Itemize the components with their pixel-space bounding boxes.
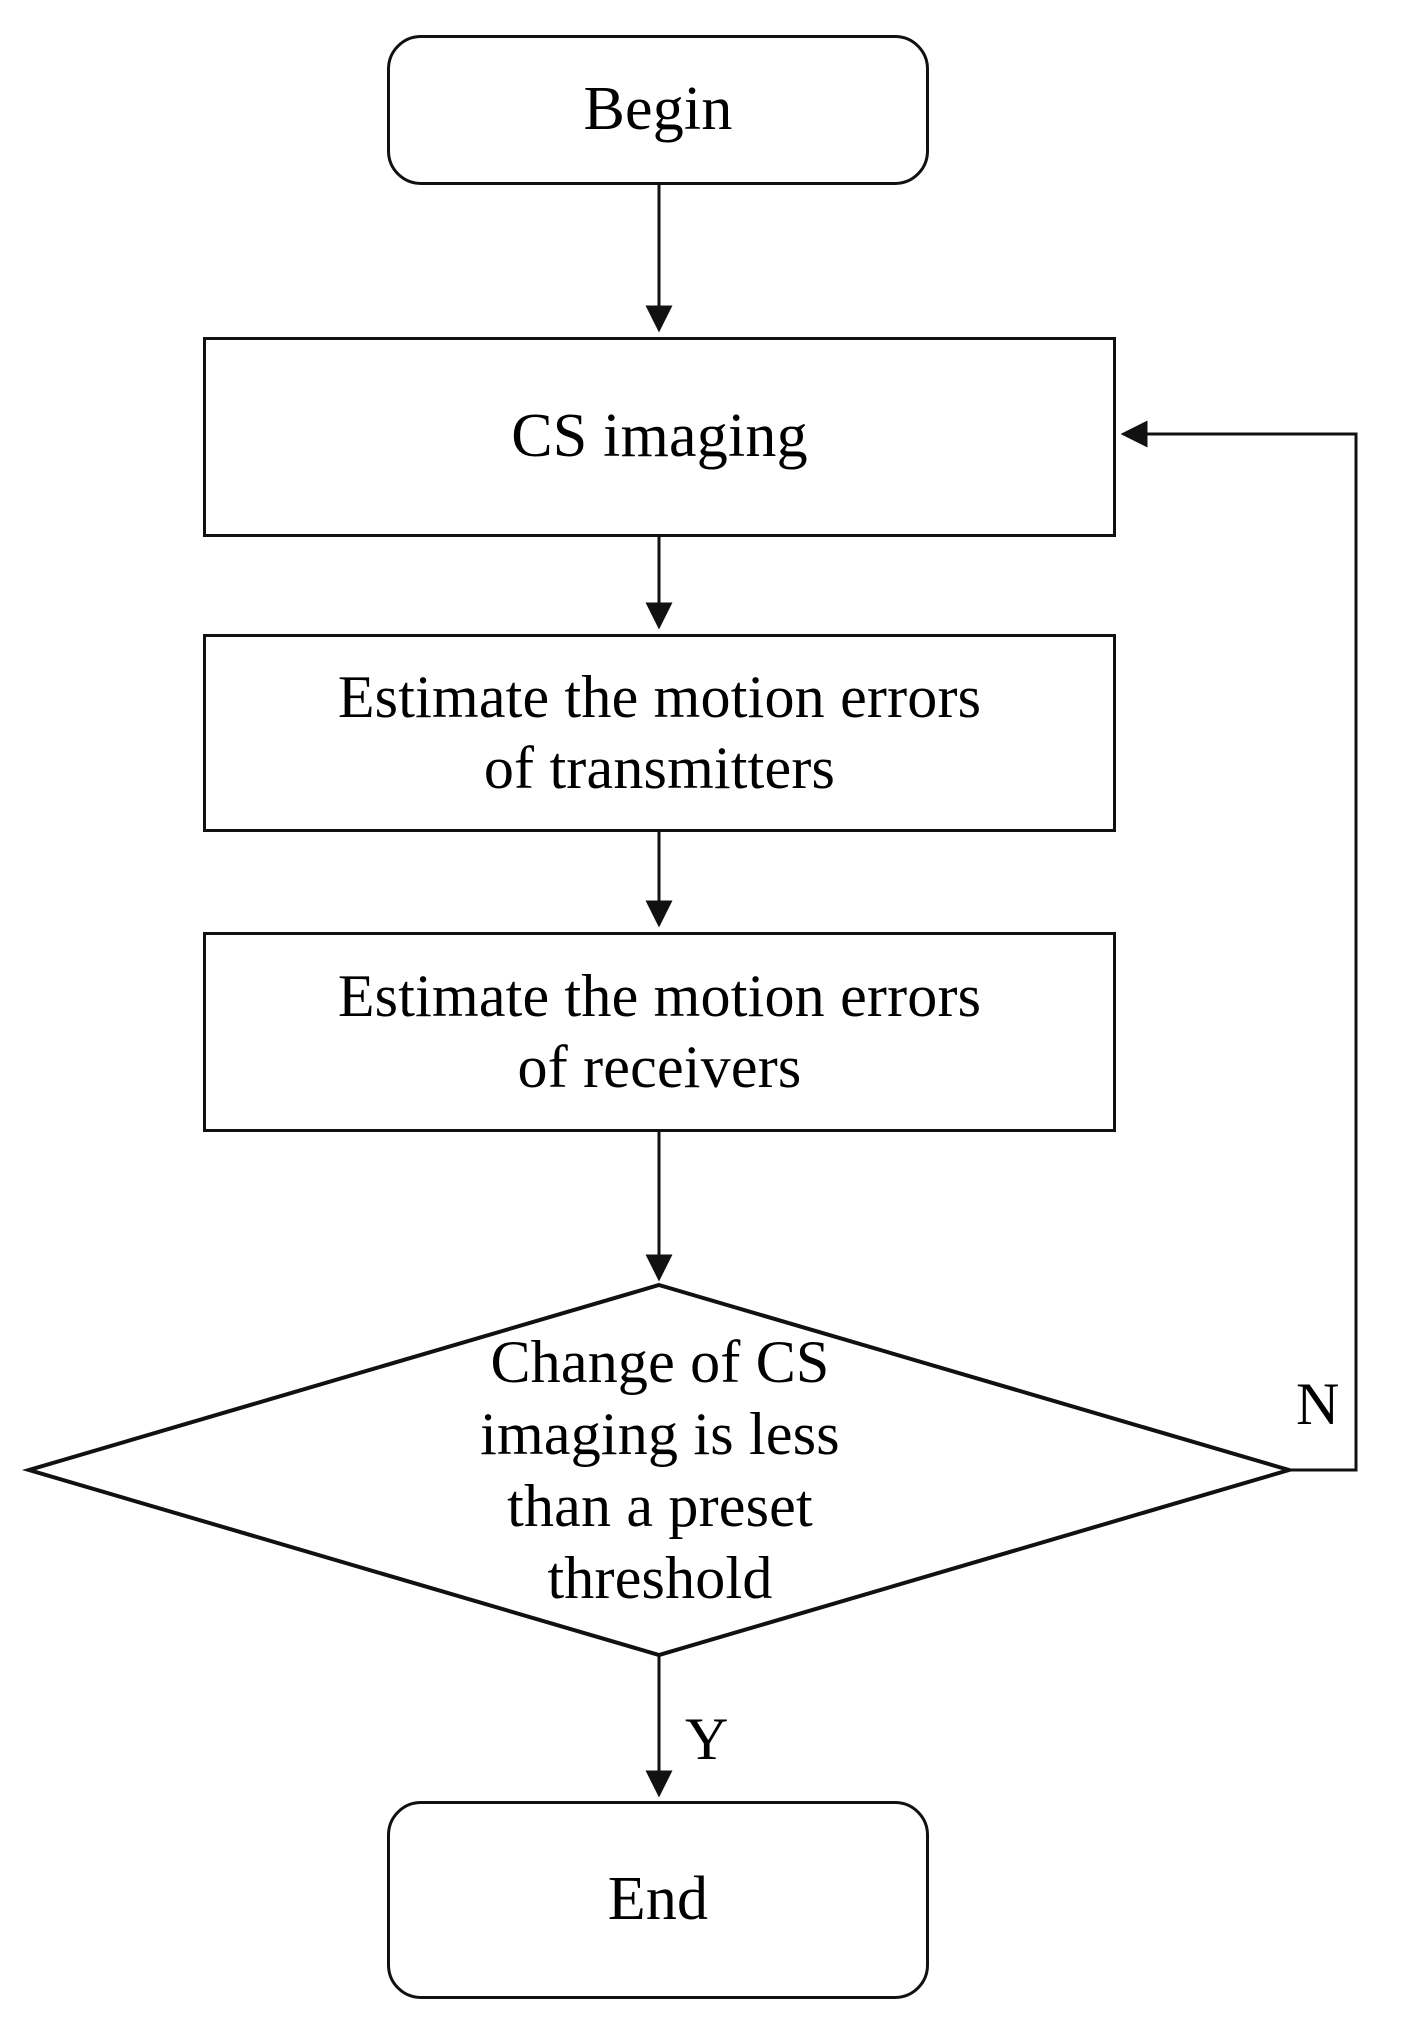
node-begin-label: Begin [583, 75, 733, 144]
node-cs-imaging[interactable]: CS imaging [203, 337, 1116, 537]
edge-label-no: N [1296, 1371, 1340, 1437]
node-decision-change-threshold-label: Change of CS imaging is less than a pres… [480, 1329, 840, 1611]
node-estimate-receiver-motion-errors-label: Estimate the motion errors of receivers [337, 963, 982, 1100]
node-estimate-transmitter-motion-errors[interactable]: Estimate the motion errors of transmitte… [203, 634, 1116, 832]
edge-label-yes: Y [685, 1706, 729, 1772]
node-end-label: End [607, 1865, 709, 1934]
node-estimate-receiver-motion-errors[interactable]: Estimate the motion errors of receivers [203, 932, 1116, 1132]
edge-decision-no-to-cs-imaging [1120, 420, 1358, 1472]
node-estimate-transmitter-motion-errors-label: Estimate the motion errors of transmitte… [337, 664, 982, 801]
node-begin[interactable]: Begin [387, 35, 929, 185]
node-cs-imaging-label: CS imaging [511, 402, 808, 471]
node-decision-change-threshold[interactable]: Change of CS imaging is less than a pres… [330, 1285, 990, 1655]
node-end[interactable]: End [387, 1801, 929, 1999]
